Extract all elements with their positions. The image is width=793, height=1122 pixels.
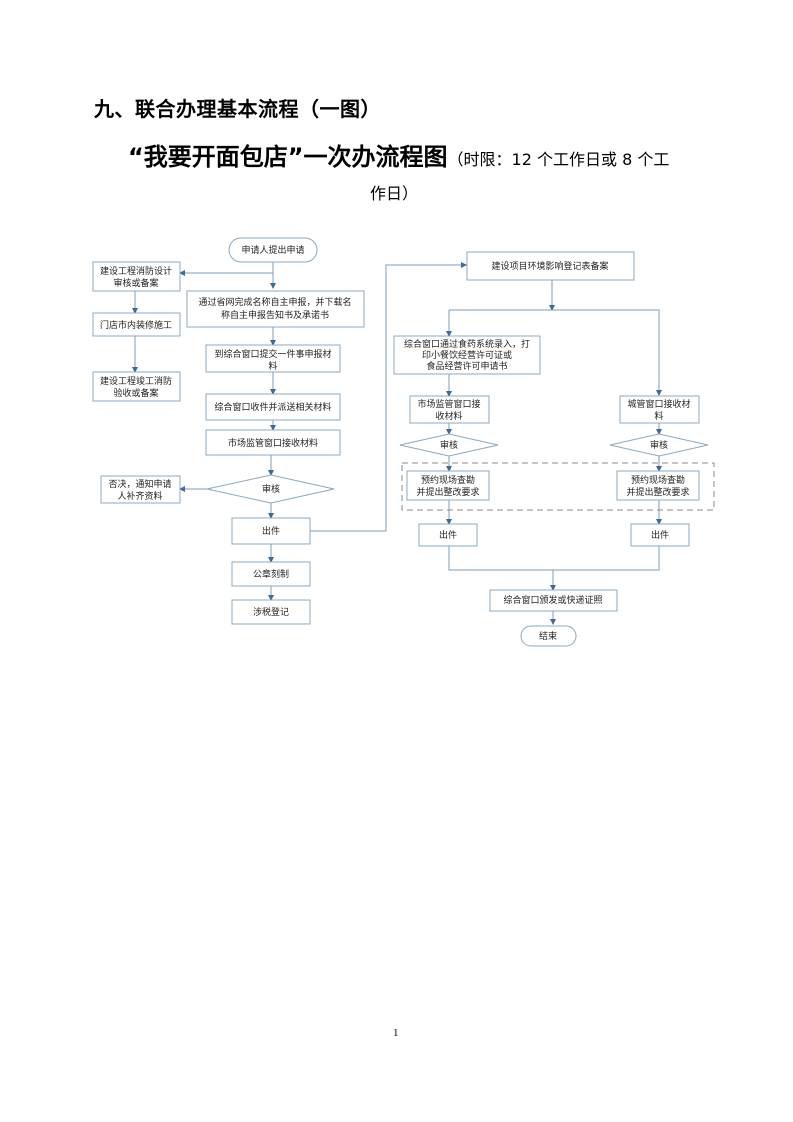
svg-text:料: 料 bbox=[654, 410, 663, 422]
svg-text:结束: 结束 bbox=[539, 630, 557, 642]
end-node: 结束 bbox=[520, 625, 577, 647]
node-tax: 涉税登记 bbox=[231, 599, 311, 625]
node-reject: 否决，通知申请 人补齐资料 bbox=[100, 475, 181, 504]
node-review-right: 审核 bbox=[609, 433, 709, 457]
node-deliver: 综合窗口颁发或快递证照 bbox=[489, 589, 618, 612]
svg-text:并提出整改要求: 并提出整改要求 bbox=[626, 486, 689, 498]
node-inspect-left: 预约现场查勘 并提出整改要求 bbox=[406, 470, 490, 501]
node-market-receive: 市场监管窗口接收材料 bbox=[205, 429, 341, 456]
time-limit-note-cont: 作日） bbox=[370, 184, 419, 203]
svg-text:并提出整改要求: 并提出整改要求 bbox=[416, 486, 479, 498]
svg-text:出件: 出件 bbox=[439, 529, 457, 541]
svg-text:人补齐资料: 人补齐资料 bbox=[117, 490, 162, 502]
svg-text:建设工程竣工消防: 建设工程竣工消防 bbox=[100, 375, 172, 387]
svg-text:出件: 出件 bbox=[262, 525, 280, 537]
start-label: 申请人提出申请 bbox=[241, 244, 304, 256]
node-seal: 公章刻制 bbox=[231, 561, 311, 587]
node-inspect-right: 预约现场查勘 并提出整改要求 bbox=[616, 470, 700, 501]
svg-text:预约现场查勘: 预约现场查勘 bbox=[421, 474, 475, 486]
flowchart-title-main: “我要开面包店”一次办流程图 bbox=[128, 143, 448, 171]
node-market-receive-right: 市场监管窗口接 收材料 bbox=[409, 395, 490, 424]
svg-text:否决，通知申请: 否决，通知申请 bbox=[108, 478, 171, 490]
svg-text:审核或备案: 审核或备案 bbox=[113, 277, 158, 289]
svg-text:预约现场查勘: 预约现场查勘 bbox=[631, 474, 685, 486]
node-review-decision: 审核 bbox=[206, 474, 335, 504]
svg-text:通过省网完成名称自主申报，并下载名: 通过省网完成名称自主申报，并下载名 bbox=[198, 296, 351, 308]
svg-text:综合窗口通过食药系统录入，打: 综合窗口通过食药系统录入，打 bbox=[404, 338, 530, 350]
section-heading: 九、联合办理基本流程（一图） bbox=[94, 97, 381, 121]
svg-text:出件: 出件 bbox=[651, 529, 669, 541]
node-env: 建设项目环境影响登记表备案 bbox=[466, 251, 635, 281]
node-renovation: 门店市内装修施工 bbox=[92, 312, 181, 337]
node-urban-receive: 城管窗口接收材 料 bbox=[619, 395, 700, 424]
svg-text:市场监管窗口接: 市场监管窗口接 bbox=[417, 398, 480, 410]
node-dispatch: 综合窗口收件并派送相关材料 bbox=[205, 393, 341, 421]
connectors bbox=[132, 262, 662, 625]
svg-text:综合窗口颁发或快递证照: 综合窗口颁发或快递证照 bbox=[503, 594, 602, 606]
node-issue-right: 出件 bbox=[630, 523, 690, 547]
node-name-declare: 通过省网完成名称自主申报，并下载名 称自主申报告知书及承诺书 bbox=[186, 290, 365, 328]
start-node: 申请人提出申请 bbox=[228, 237, 318, 263]
inspection-group-frame bbox=[401, 462, 715, 511]
page-number: 1 bbox=[393, 1027, 399, 1039]
svg-text:审核: 审核 bbox=[650, 439, 668, 451]
svg-text:市场监管窗口接收材料: 市场监管窗口接收材料 bbox=[228, 437, 318, 449]
svg-text:建设项目环境影响登记表备案: 建设项目环境影响登记表备案 bbox=[491, 260, 608, 272]
svg-text:料: 料 bbox=[268, 360, 277, 372]
svg-text:公章刻制: 公章刻制 bbox=[253, 568, 289, 580]
svg-text:到综合窗口提交一件事申报材: 到综合窗口提交一件事申报材 bbox=[214, 348, 331, 360]
svg-text:食品经营许可申请书: 食品经营许可申请书 bbox=[426, 360, 507, 372]
svg-text:验收或备案: 验收或备案 bbox=[113, 387, 158, 399]
node-fire-design: 建设工程消防设计 审核或备案 bbox=[92, 261, 181, 292]
node-issue: 出件 bbox=[231, 517, 311, 545]
node-food-entry: 综合窗口通过食药系统录入，打 印小餐饮经营许可证或 食品经营许可申请书 bbox=[393, 335, 541, 375]
flowchart-title: “我要开面包店”一次办流程图（时限：12 个工作日或 8 个工 bbox=[128, 137, 669, 172]
node-fire-acceptance: 建设工程竣工消防 验收或备案 bbox=[92, 371, 181, 402]
svg-text:门店市内装修施工: 门店市内装修施工 bbox=[100, 319, 172, 331]
svg-text:审核: 审核 bbox=[262, 483, 280, 495]
svg-text:城管窗口接收材: 城管窗口接收材 bbox=[627, 398, 690, 410]
svg-text:收材料: 收材料 bbox=[435, 410, 462, 422]
svg-text:涉税登记: 涉税登记 bbox=[253, 606, 289, 618]
node-issue-left: 出件 bbox=[418, 523, 478, 547]
svg-text:印小餐饮经营许可证或: 印小餐饮经营许可证或 bbox=[422, 349, 512, 361]
svg-text:综合窗口收件并派送相关材料: 综合窗口收件并派送相关材料 bbox=[214, 401, 331, 413]
svg-text:建设工程消防设计: 建设工程消防设计 bbox=[100, 265, 172, 277]
node-review-left: 审核 bbox=[399, 433, 499, 457]
svg-text:称自主申报告知书及承诺书: 称自主申报告知书及承诺书 bbox=[221, 309, 329, 321]
time-limit-note: （时限：12 个工作日或 8 个工 bbox=[447, 150, 670, 169]
svg-text:审核: 审核 bbox=[440, 439, 458, 451]
node-submit: 到综合窗口提交一件事申报材 料 bbox=[205, 344, 341, 373]
